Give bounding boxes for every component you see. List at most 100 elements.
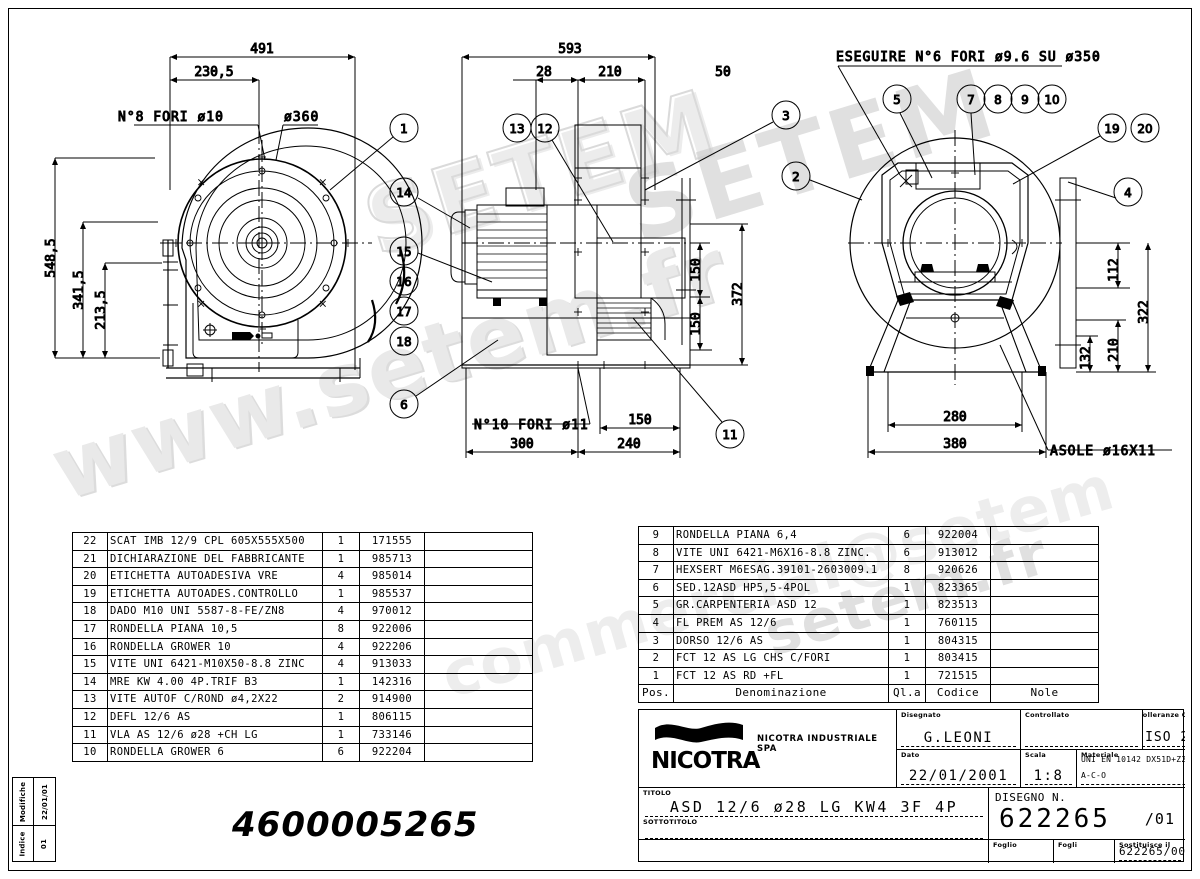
bom-cell-denominazione: DEFL 12/6 AS	[107, 707, 323, 727]
bom-cell-qta: 2	[322, 690, 360, 709]
svg-text:210: 210	[598, 65, 621, 80]
svg-text:1: 1	[400, 122, 408, 136]
company-name: NICOTRA INDUSTRIALE SPA	[757, 734, 878, 754]
svg-text:213,5: 213,5	[94, 290, 109, 329]
bom-cell-codice: 171555	[359, 532, 425, 551]
bom-cell-codice: 733146	[359, 725, 425, 745]
balloons-middle-view: 13 12 3 11	[502, 100, 801, 449]
bom-cell-pos: 6	[638, 578, 674, 598]
titolo-value: ASD 12/6 ø28 LG KW4 3F 4P	[645, 798, 983, 817]
bom-cell-denominazione: RONDELLA PIANA 10,5	[107, 619, 323, 639]
svg-text:50: 50	[715, 65, 731, 80]
svg-text:N°10 FORI ø11: N°10 FORI ø11	[474, 418, 589, 433]
bom-cell-codice: 823365	[925, 578, 991, 598]
bom-cell-codice: 806115	[359, 707, 425, 727]
company-logo: NICOTRA NICOTRA INDUSTRIALE SPA	[639, 710, 897, 787]
svg-text:ASOLE ø16X11: ASOLE ø16X11	[1050, 444, 1156, 459]
svg-text:13: 13	[509, 122, 524, 136]
modifiche-label: Modifiche	[19, 781, 27, 822]
controllato-label: Controllato	[1025, 711, 1070, 719]
view-rear-right	[837, 65, 1172, 458]
view-side-middle	[450, 54, 748, 458]
bom-cell-note	[424, 532, 533, 551]
svg-text:2: 2	[792, 170, 800, 184]
field-fogli: Fogli	[1054, 839, 1115, 863]
disegno-n-suffix: /01	[1144, 810, 1175, 828]
svg-text:230,5: 230,5	[194, 65, 233, 80]
bom-cell-qta: 1	[322, 725, 360, 745]
bom-cell-denominazione: VITE UNI 6421-M10X50-8.8 ZINC	[107, 655, 323, 674]
bom-cell-note	[424, 602, 533, 621]
bom-cell-codice: 804315	[925, 631, 991, 651]
svg-text:6: 6	[400, 398, 408, 412]
svg-text:210: 210	[1107, 338, 1122, 361]
field-data: Dato 22/01/2001	[897, 750, 1021, 787]
bom-cell-note	[990, 649, 1099, 668]
tolleranze-label: Tolleranze Generali	[1143, 711, 1185, 719]
indice-value-cell: 01	[34, 826, 55, 861]
indice-label: Indice	[19, 830, 28, 857]
bom-cell-note	[990, 543, 1099, 563]
bom-cell-qta: 1	[322, 672, 360, 692]
bom-cell-note	[424, 567, 533, 586]
svg-text:132: 132	[1079, 346, 1094, 369]
svg-text:112: 112	[1107, 258, 1122, 281]
svg-text:ø360: ø360	[284, 110, 319, 125]
bom-cell-note	[424, 549, 533, 569]
bom-cell-denominazione: HEXSERT M6ESAG.39101-2603009.1	[673, 561, 889, 580]
view-front-left	[52, 54, 423, 382]
indice-label-cell: Indice	[13, 826, 34, 861]
svg-text:18: 18	[396, 335, 411, 349]
bom-cell-denominazione: SCAT IMB 12/9 CPL 605X555X500	[107, 532, 323, 551]
svg-text:17: 17	[396, 305, 411, 319]
svg-text:3: 3	[782, 109, 790, 123]
field-scala: Scala 1:8	[1021, 750, 1077, 787]
svg-text:8: 8	[994, 93, 1002, 107]
bom-cell-denominazione: RONDELLA GROWER 6	[107, 743, 323, 762]
field-tolleranze: Tolleranze Generali UNI ISO 22768/f	[1143, 710, 1185, 750]
bom-cell-note	[990, 631, 1099, 651]
bom-cell-pos: 5	[638, 596, 674, 615]
data-label: Dato	[901, 751, 920, 759]
bom-cell-pos: 17	[72, 619, 108, 639]
bom-cell-pos: 20	[72, 567, 108, 586]
foglio-label: Foglio	[993, 841, 1018, 849]
svg-text:4: 4	[1124, 186, 1132, 200]
bom-cell-qta: 1	[888, 578, 926, 598]
bom-cell-qta: 1	[322, 532, 360, 551]
bom-cell-denominazione: VITE UNI 6421-M6X16-8.8 ZINC.	[673, 543, 889, 563]
bom-cell-note	[990, 578, 1099, 598]
bom-cell-codice: 760115	[925, 613, 991, 633]
bom-cell-denominazione: ETICHETTA AUTOADESIVA VRE	[107, 567, 323, 586]
svg-text:593: 593	[558, 42, 581, 57]
sostituisce-value: 622265/00	[1119, 844, 1185, 861]
bom-cell-pos: 12	[72, 707, 108, 727]
bom-cell-note	[990, 561, 1099, 580]
svg-text:16: 16	[396, 275, 411, 289]
bom-cell-pos: 13	[72, 690, 108, 709]
bom-header-codice: Codice	[925, 684, 991, 703]
svg-text:491: 491	[250, 42, 273, 57]
svg-text:15: 15	[396, 245, 411, 259]
bom-cell-denominazione: DORSO 12/6 AS	[673, 631, 889, 651]
indice-value: 01	[40, 838, 49, 849]
revision-block: Modifiche 22/01/01 Indice 01	[12, 777, 56, 862]
field-sostituisce: Sostituisce il 622265/00	[1115, 839, 1185, 863]
modifiche-label-cell: Modifiche	[13, 778, 34, 826]
svg-text:341,5: 341,5	[72, 270, 87, 309]
disegno-n-value: 622265	[999, 804, 1111, 834]
